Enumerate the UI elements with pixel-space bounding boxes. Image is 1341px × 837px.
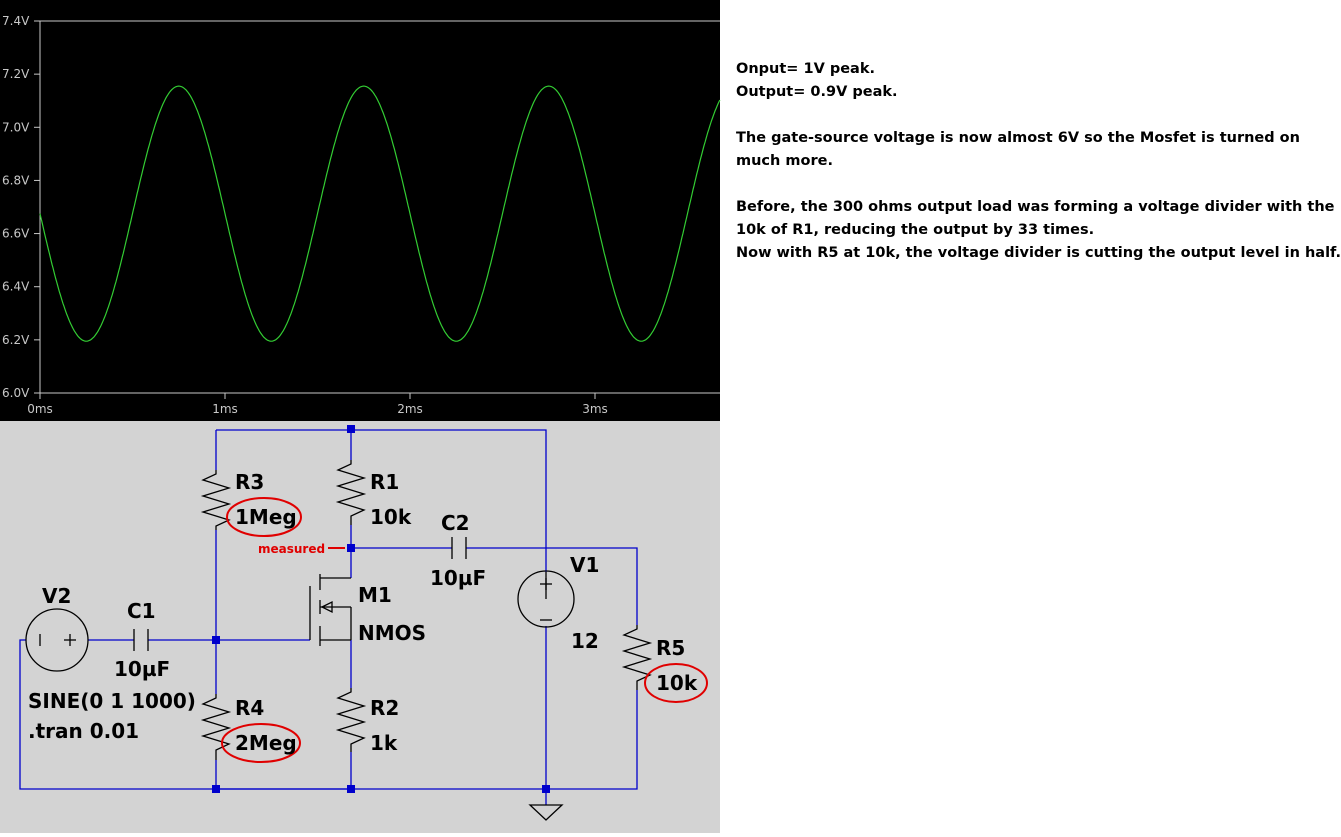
output-waveform xyxy=(39,85,721,342)
r5-name: R5 xyxy=(656,636,685,660)
resistor-r3[interactable] xyxy=(200,470,232,530)
plot-axes: 7.4V 7.2V 7.0V 6.8V 6.6V 6.4V 6.2V 6.0V 0ms 1ms 2… xyxy=(2,14,720,416)
r4-name: R4 xyxy=(235,696,264,720)
mosfet-m1[interactable] xyxy=(309,574,352,646)
note-input-peak: Onput= 1V peak. xyxy=(736,61,875,77)
wires xyxy=(19,429,638,805)
x-tick-label: 2ms xyxy=(397,402,423,416)
measured-label: measured xyxy=(258,542,325,556)
r3-value: 1Meg xyxy=(235,505,297,529)
note-output-peak: Output= 0.9V peak. xyxy=(736,84,898,100)
x-tick-label: 3ms xyxy=(582,402,608,416)
explanation-notes: Onput= 1V peak. Output= 0.9V peak. The g… xyxy=(736,58,1341,265)
y-tick-label: 6.4V xyxy=(2,280,30,294)
resistor-r1[interactable] xyxy=(335,460,367,525)
y-tick-label: 6.8V xyxy=(2,173,30,187)
m1-name: M1 xyxy=(358,583,392,607)
note-divider-now: Now with R5 at 10k, the voltage divider … xyxy=(736,245,1341,261)
r2-value: 1k xyxy=(370,731,398,755)
c2-name: C2 xyxy=(441,511,470,535)
v2-value: SINE(0 1 1000) xyxy=(28,689,196,713)
r4-value-highlight xyxy=(221,723,301,763)
r1-name: R1 xyxy=(370,470,399,494)
y-tick-label: 7.0V xyxy=(2,120,30,134)
c2-value: 10µF xyxy=(430,566,486,590)
y-tick-label: 6.6V xyxy=(2,227,30,241)
v1-name: V1 xyxy=(570,553,599,577)
x-tick-label: 0ms xyxy=(27,402,53,416)
r5-value: 10k xyxy=(656,671,698,695)
voltage-source-v1[interactable] xyxy=(517,570,575,628)
y-tick-label: 7.2V xyxy=(2,67,30,81)
r2-name: R2 xyxy=(370,696,399,720)
junctions xyxy=(212,425,550,793)
note-gate-source: The gate-source voltage is now almost 6V… xyxy=(736,130,1300,146)
r4-value: 2Meg xyxy=(235,731,297,755)
capacitor-c2[interactable] xyxy=(451,537,467,559)
v1-value: 12 xyxy=(571,629,599,653)
note-divider-before-cont: 10k of R1, reducing the output by 33 tim… xyxy=(736,222,1095,238)
r3-value-highlight xyxy=(226,497,302,537)
y-tick-label: 6.2V xyxy=(2,333,30,347)
annotation-marks xyxy=(221,497,708,763)
y-tick-label: 7.4V xyxy=(2,14,30,28)
r1-value: 10k xyxy=(370,505,412,529)
x-tick-label: 1ms xyxy=(212,402,238,416)
m1-model: NMOS xyxy=(358,621,426,645)
tran-directive[interactable]: .tran 0.01 xyxy=(28,719,139,743)
note-divider-before: Before, the 300 ohms output load was for… xyxy=(736,199,1335,215)
resistor-r5[interactable] xyxy=(621,625,653,690)
ground-icon xyxy=(528,804,564,821)
v2-name: V2 xyxy=(42,584,71,608)
c1-value: 10µF xyxy=(114,657,170,681)
voltage-source-v2[interactable] xyxy=(25,608,89,672)
note-gate-source-cont: much more. xyxy=(736,153,833,169)
r5-value-highlight xyxy=(644,663,708,703)
y-tick-label: 6.0V xyxy=(2,386,30,400)
c1-name: C1 xyxy=(127,599,156,623)
capacitor-c1[interactable] xyxy=(133,629,149,651)
circuit-schematic[interactable]: measured R3 1Meg R1 10k C2 10µF V1 12 M1… xyxy=(0,421,720,833)
r3-name: R3 xyxy=(235,470,264,494)
waveform-plot[interactable]: 7.4V 7.2V 7.0V 6.8V 6.6V 6.4V 6.2V 6.0V 0ms 1ms 2… xyxy=(0,0,721,421)
resistor-r2[interactable] xyxy=(335,688,367,752)
